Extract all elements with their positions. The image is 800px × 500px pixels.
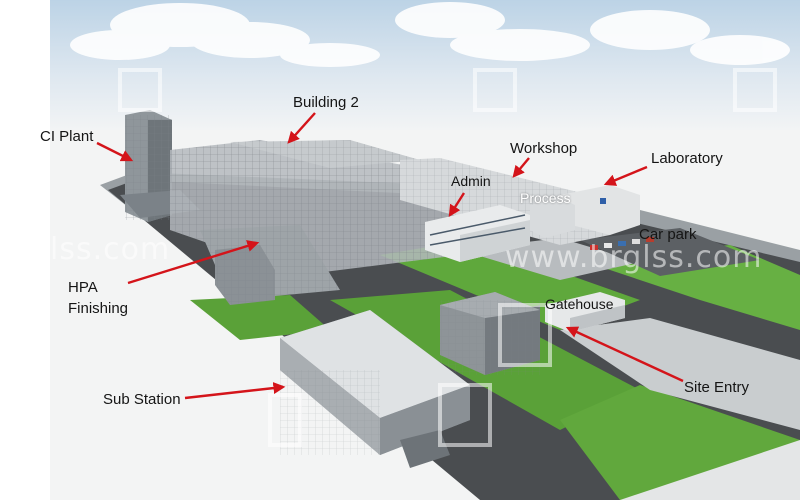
arrow-laboratory [603,165,648,186]
arrow-hpa-finishing [127,240,260,285]
gatehouse-building [545,292,625,332]
label-laboratory: Laboratory [651,150,723,167]
watermark-url-left: lss.com [50,232,171,267]
watermark-logos [118,68,777,447]
label-hpa-finishing-line1: HPA [68,279,98,296]
label-site-entry: Site Entry [684,379,750,396]
parked-cars [590,237,654,250]
arrow-building-2 [287,112,316,144]
label-ci-plant: CI Plant [40,128,94,145]
hpa-finishing-unit [215,245,275,305]
car-park-surface [580,228,760,276]
storage-block [440,292,540,375]
label-car-park: Car park [639,226,697,243]
grass-strip-left [190,295,330,340]
label-gatehouse: Gatehouse [545,296,614,312]
arrow-admin [448,192,466,218]
label-hpa-finishing-line2: Finishing [68,300,129,317]
label-building-2: Building 2 [293,94,359,111]
label-admin: Admin [451,173,491,189]
arrow-sub-station [184,382,286,400]
arrow-ci-plant [96,141,134,162]
label-workshop: Workshop [510,140,578,157]
label-sub-station: Sub Station [103,391,181,408]
left-margin [0,0,50,500]
clouds [70,2,790,67]
foreground-ground [620,440,800,500]
watermark-url-right: www.brglss.com [505,240,763,275]
arrow-site-entry [565,326,684,383]
sub-station-building [280,310,470,468]
steel-frame-structure [170,140,460,300]
arrow-workshop [512,157,530,178]
label-process: Process [520,190,571,206]
admin-building [425,198,575,262]
driveway [560,318,800,430]
callout-arrows [96,112,684,400]
grass-area-right [580,245,800,330]
